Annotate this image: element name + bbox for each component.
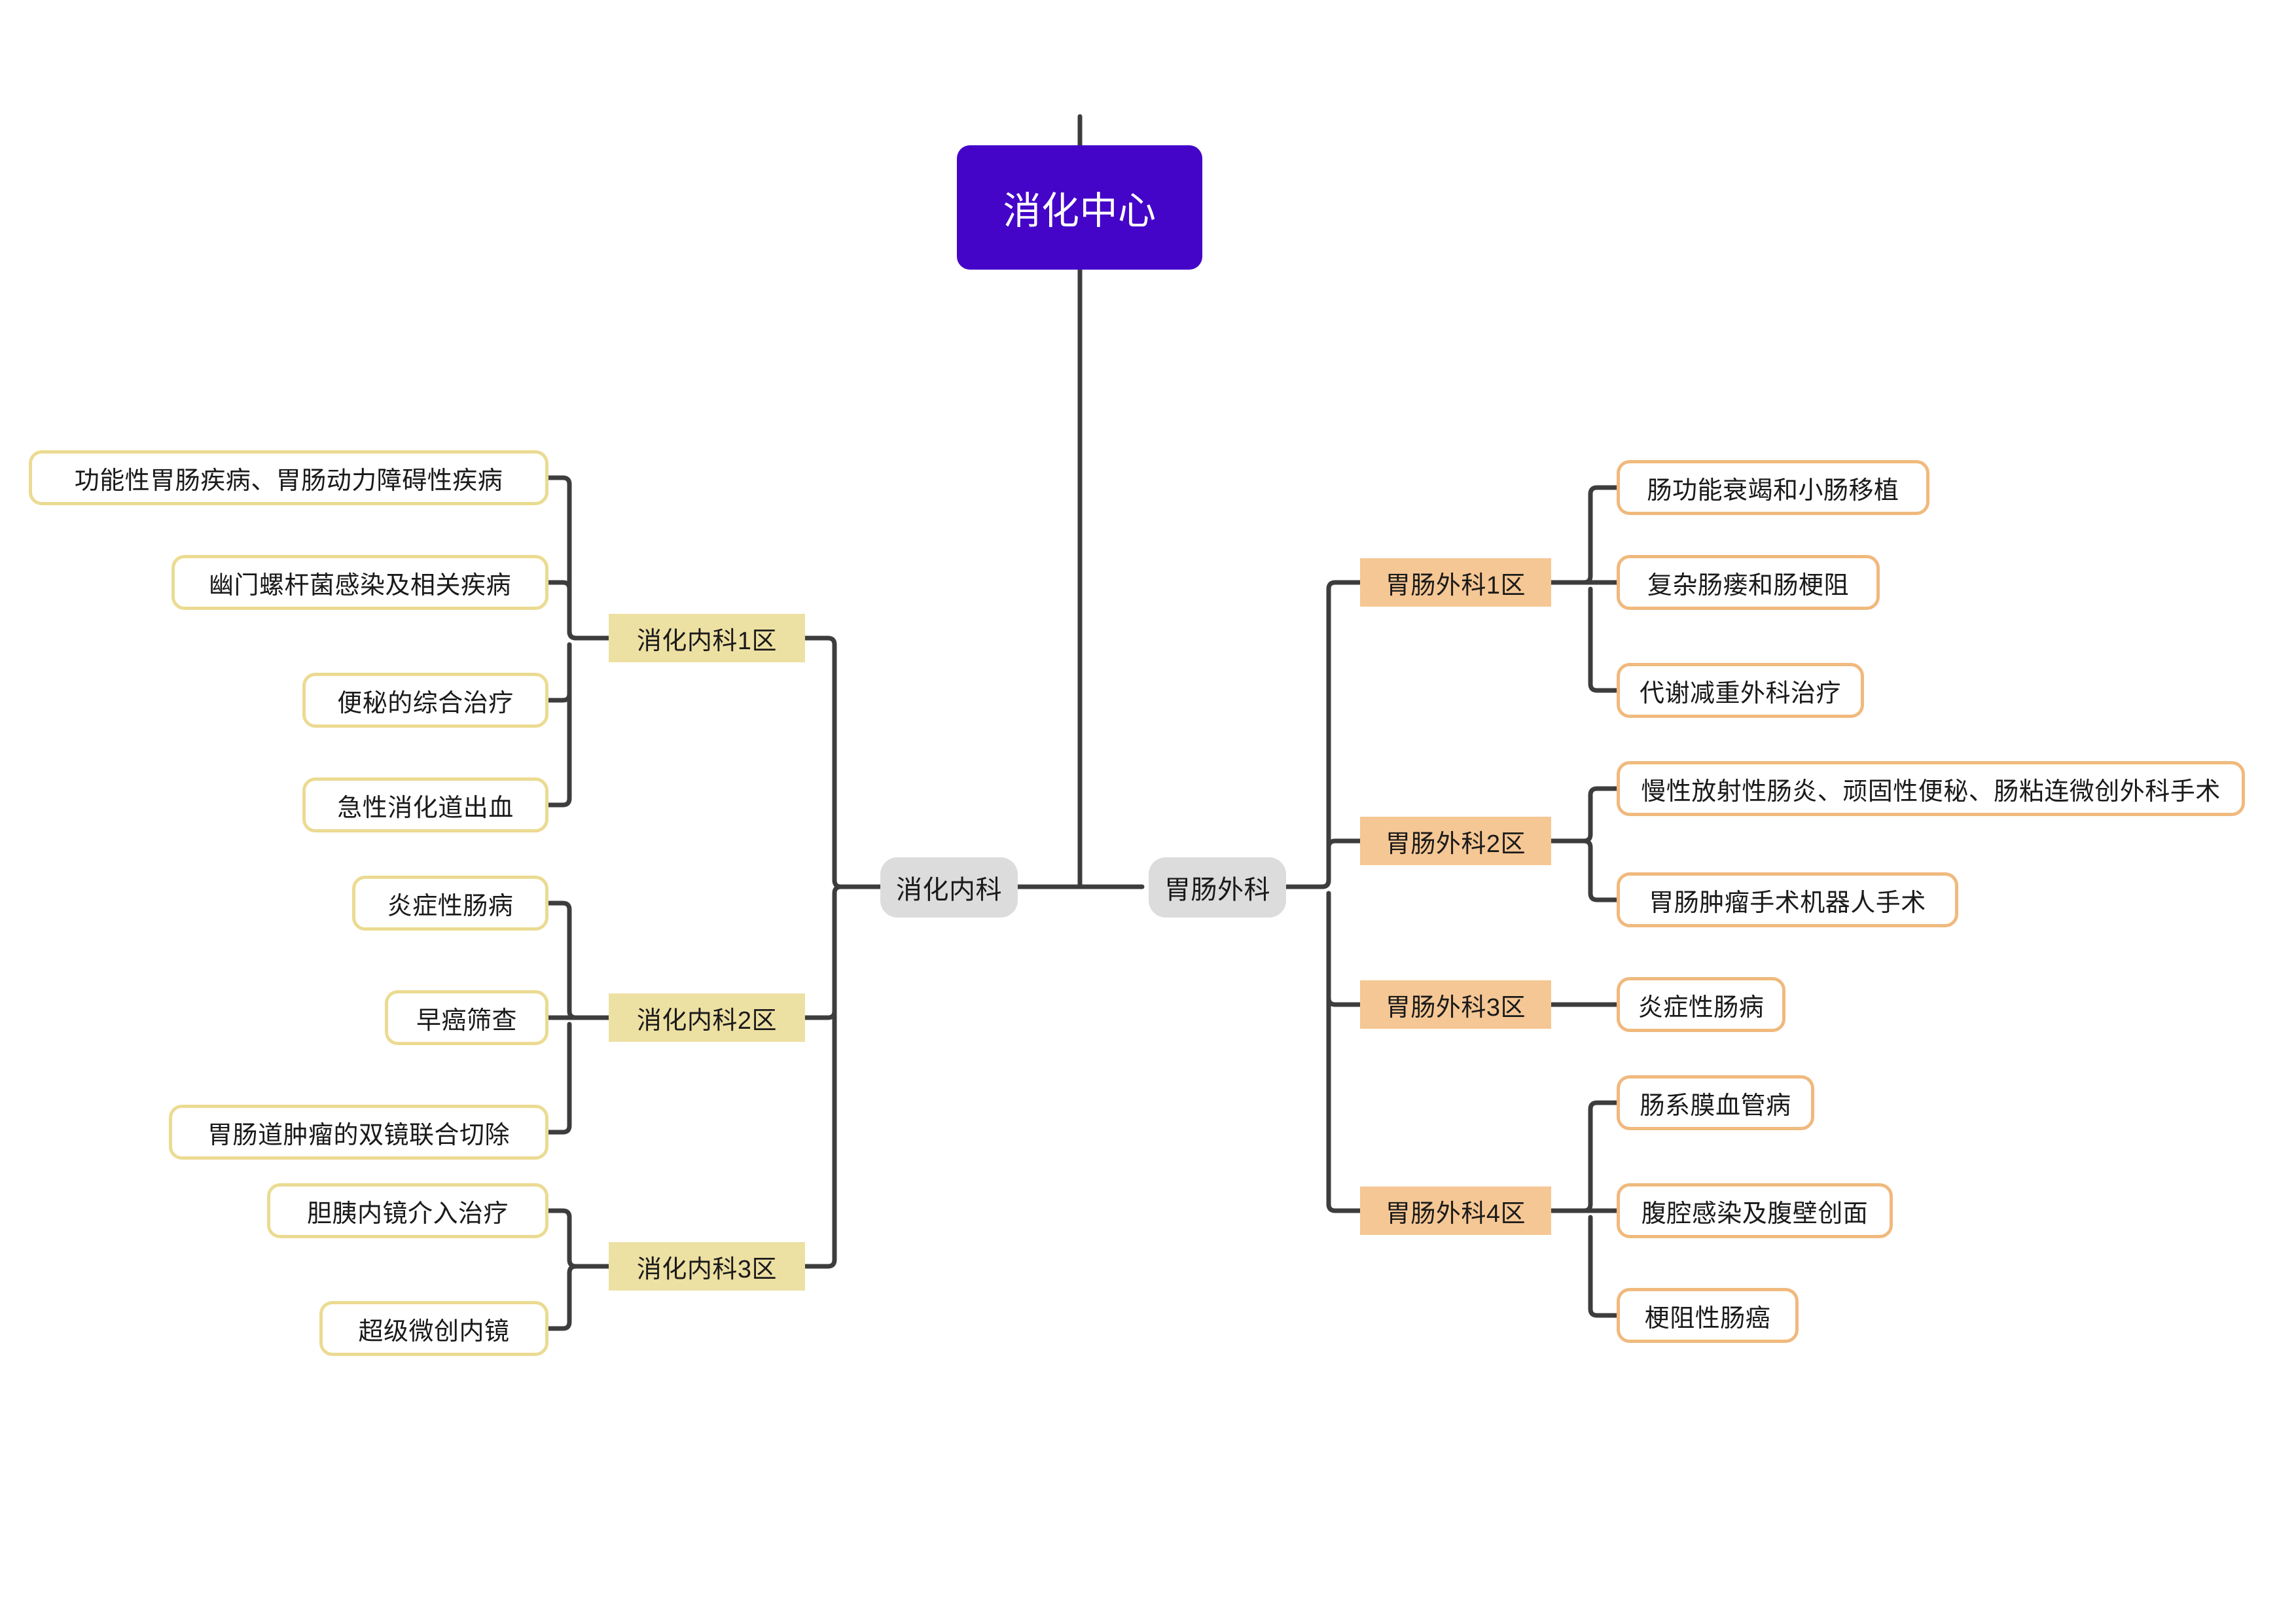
leaf-node-surgery-1-3[interactable]: 代谢减重外科治疗 bbox=[1617, 663, 1864, 718]
ward-node-internal-1[interactable]: 消化内科1区 bbox=[609, 614, 805, 662]
leaf-node-internal-3-1[interactable]: 胆胰内镜介入治疗 bbox=[267, 1183, 548, 1238]
wire-swd2-leaf2 bbox=[1549, 838, 1619, 902]
leaf-node-surgery-2-2[interactable]: 胃肠肿瘤手术机器人手术 bbox=[1617, 872, 1958, 927]
ward-node-internal-2[interactable]: 消化内科2区 bbox=[609, 993, 805, 1042]
wire-internal-to-ward3 bbox=[802, 891, 837, 1269]
ward-node-surgery-4[interactable]: 胃肠外科4区 bbox=[1360, 1186, 1551, 1235]
leaf-node-surgery-4-2[interactable]: 腹腔感染及腹壁创面 bbox=[1617, 1183, 1893, 1238]
wire-ward1-leaf3 bbox=[546, 642, 572, 703]
wire-ward2-leaf3 bbox=[546, 1022, 572, 1135]
wire-ward1-leaf2 bbox=[546, 580, 611, 641]
leaf-node-surgery-2-1[interactable]: 慢性放射性肠炎、顽固性便秘、肠粘连微创外科手术 bbox=[1617, 761, 2245, 816]
ward-node-surgery-3[interactable]: 胃肠外科3区 bbox=[1360, 980, 1551, 1029]
wire-ward2-leaf1 bbox=[546, 901, 611, 1020]
wire-swd4-leaf1 bbox=[1549, 1100, 1619, 1213]
leaf-node-surgery-1-2[interactable]: 复杂肠瘘和肠梗阻 bbox=[1617, 555, 1880, 610]
wire-ward3-leaf2 bbox=[546, 1264, 611, 1331]
leaf-node-internal-2-1[interactable]: 炎症性肠病 bbox=[352, 876, 548, 931]
wire-swd4-leaf3 bbox=[1588, 1215, 1619, 1318]
wire-internal-to-ward2 bbox=[802, 884, 883, 1020]
leaf-node-internal-3-2[interactable]: 超级微创内镜 bbox=[319, 1301, 548, 1356]
wire-swd1-leaf1 bbox=[1549, 485, 1619, 585]
leaf-node-surgery-1-1[interactable]: 肠功能衰竭和小肠移植 bbox=[1617, 460, 1929, 515]
wire-ward1-leaf4 bbox=[546, 642, 572, 808]
leaf-node-surgery-4-3[interactable]: 梗阻性肠癌 bbox=[1617, 1288, 1799, 1343]
leaf-node-surgery-3-1[interactable]: 炎症性肠病 bbox=[1617, 977, 1785, 1032]
wire-surgery-to-ward3 bbox=[1326, 891, 1363, 1007]
ward-node-internal-3[interactable]: 消化内科3区 bbox=[609, 1242, 805, 1291]
leaf-node-surgery-4-1[interactable]: 肠系膜血管病 bbox=[1617, 1075, 1814, 1130]
wire-swd1-leaf3 bbox=[1588, 586, 1619, 693]
wire-surgery-to-ward2 bbox=[1283, 838, 1363, 889]
root-node[interactable]: 消化中心 bbox=[957, 145, 1202, 270]
wire-surgery-to-ward1 bbox=[1283, 580, 1363, 889]
wire-surgery-to-ward4 bbox=[1326, 891, 1363, 1213]
ward-node-surgery-1[interactable]: 胃肠外科1区 bbox=[1360, 558, 1551, 607]
leaf-node-internal-2-3[interactable]: 胃肠道肿瘤的双镜联合切除 bbox=[169, 1105, 548, 1160]
leaf-node-internal-1-1[interactable]: 功能性胃肠疾病、胃肠动力障碍性疾病 bbox=[29, 450, 548, 505]
leaf-node-internal-2-2[interactable]: 早癌筛查 bbox=[385, 990, 548, 1045]
wire-ward3-leaf1 bbox=[546, 1208, 611, 1269]
wire-ward1-leaf1 bbox=[546, 475, 611, 641]
department-node-gi-surgery[interactable]: 胃肠外科 bbox=[1149, 857, 1286, 918]
wire-swd2-leaf1 bbox=[1549, 786, 1619, 844]
leaf-node-internal-1-4[interactable]: 急性消化道出血 bbox=[302, 777, 548, 832]
leaf-node-internal-1-3[interactable]: 便秘的综合治疗 bbox=[302, 673, 548, 728]
ward-node-surgery-2[interactable]: 胃肠外科2区 bbox=[1360, 817, 1551, 865]
wire-internal-to-ward1 bbox=[802, 635, 883, 889]
department-node-internal-medicine[interactable]: 消化内科 bbox=[880, 857, 1018, 918]
leaf-node-internal-1-2[interactable]: 幽门螺杆菌感染及相关疾病 bbox=[171, 555, 548, 610]
